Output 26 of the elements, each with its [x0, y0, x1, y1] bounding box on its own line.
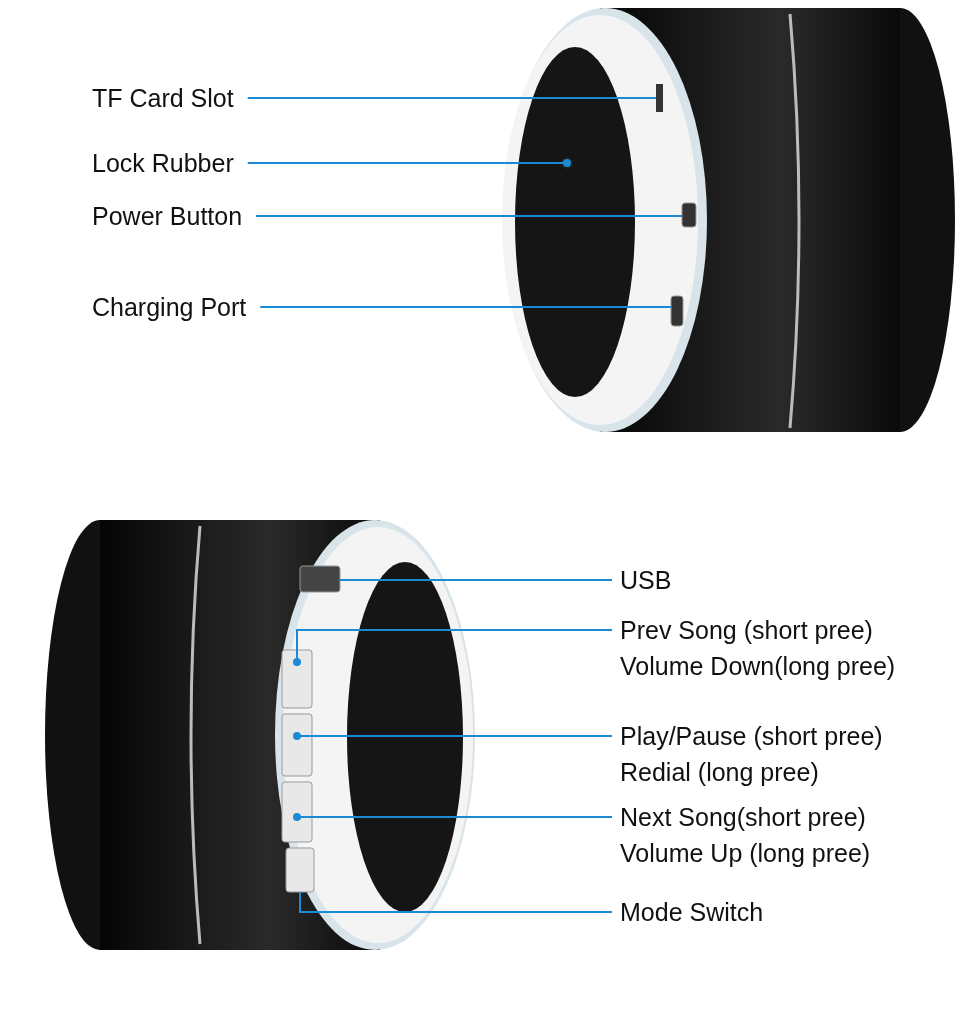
part-label: Power Button	[92, 198, 243, 234]
power-switch	[681, 202, 697, 228]
leader-line	[293, 813, 613, 821]
leader-line	[246, 159, 571, 167]
part-label: USB	[620, 562, 672, 598]
leader-line	[293, 732, 613, 740]
part-label: Play/Pause (short pree) Redial (long pree)	[620, 718, 940, 790]
part-label: Prev Song (short pree) Volume Down(long pree)	[620, 612, 940, 684]
charging-port	[670, 295, 684, 327]
part-label: TF Card Slot	[92, 80, 234, 116]
leader-line	[246, 97, 657, 99]
usb-port	[299, 565, 341, 593]
mode-switch	[285, 847, 315, 893]
leader-line	[255, 215, 683, 217]
leader-line	[259, 306, 672, 308]
part-label: Next Song(short pree) Volume Up (long pree)	[620, 799, 940, 871]
control-key	[281, 649, 313, 709]
control-key	[281, 713, 313, 777]
part-label: Lock Rubber	[92, 145, 234, 181]
leader-line	[293, 629, 613, 666]
control-key	[281, 781, 313, 843]
leader-line	[299, 891, 613, 913]
part-label: Charging Port	[92, 289, 247, 325]
leader-line	[339, 579, 613, 581]
part-label: Mode Switch	[620, 894, 764, 930]
card-slot	[656, 84, 663, 112]
